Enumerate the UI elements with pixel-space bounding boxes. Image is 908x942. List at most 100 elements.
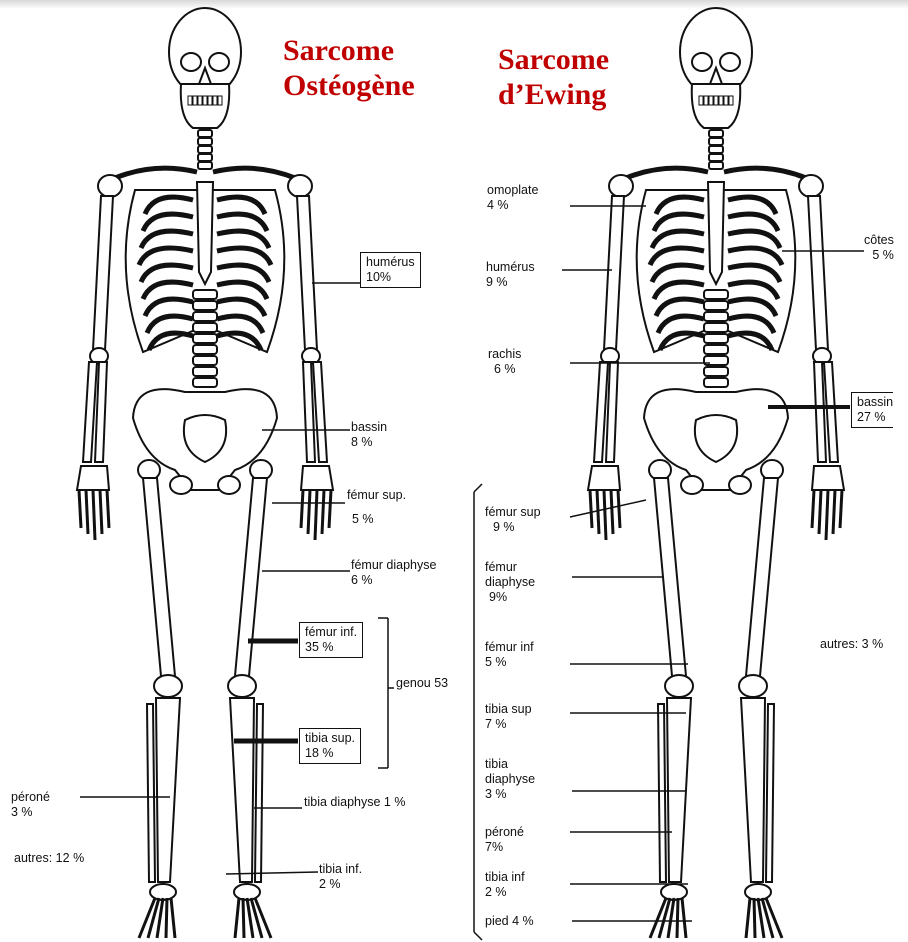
label-name: bassin <box>351 420 387 435</box>
wrist <box>77 466 109 490</box>
tooth <box>188 96 192 105</box>
knee-cap <box>228 675 256 697</box>
obturator-right <box>218 476 240 494</box>
vertebra <box>193 301 217 310</box>
obturator-right <box>729 476 751 494</box>
skeleton <box>588 8 844 938</box>
finger <box>315 490 317 540</box>
label-bassin: bassin 8 % <box>351 420 387 450</box>
tooth <box>729 96 733 105</box>
toe <box>171 898 175 938</box>
humerus <box>93 196 113 350</box>
label-tibia-diaphyse: tibia diaphyse 3 % <box>485 757 535 802</box>
vertebra <box>193 290 217 299</box>
humerus <box>604 196 624 350</box>
bracket-top <box>474 484 482 492</box>
skeleton <box>77 8 333 938</box>
fibula <box>766 704 774 882</box>
sternum <box>197 182 213 284</box>
fibula <box>147 704 155 882</box>
label-name-2: diaphyse <box>485 575 535 590</box>
tooth <box>704 96 708 105</box>
cervical-vertebra <box>198 130 212 137</box>
knee-cap <box>665 675 693 697</box>
label-pct: 10% <box>366 270 415 285</box>
label-rachis: rachis 6 % <box>488 347 521 377</box>
leader-femur-sup <box>570 500 646 517</box>
label-pct: 3 % <box>485 787 535 802</box>
label-name-1: fémur <box>485 560 535 575</box>
finger <box>812 490 814 528</box>
eye-socket-left <box>692 53 712 71</box>
toe <box>754 898 755 938</box>
shoulder-left <box>609 175 633 197</box>
tooth <box>203 96 207 105</box>
shoulder-right <box>799 175 823 197</box>
label-name-1: tibia <box>485 757 535 772</box>
label-cotes: côtes 5 % <box>864 233 894 263</box>
finger <box>597 490 599 534</box>
label-genou: genou 53 <box>396 676 448 691</box>
vertebra <box>704 367 728 376</box>
label-pct: 9 % <box>493 520 541 535</box>
label-name: rachis <box>488 347 521 362</box>
label-name: fémur sup. <box>347 488 406 503</box>
toe <box>166 898 167 938</box>
wrist <box>812 466 844 490</box>
eye-socket-right <box>209 53 229 71</box>
obturator-left <box>170 476 192 494</box>
jaw <box>692 84 741 128</box>
label-pct: 6 % <box>494 362 521 377</box>
vertebra <box>704 323 728 332</box>
wrist <box>301 466 333 490</box>
ewing-panel: Sarcome d’Ewing omoplate 4 % côtes 5 % h… <box>466 0 908 942</box>
sternum <box>708 182 724 284</box>
label-name: fémur inf <box>485 640 534 655</box>
finger <box>611 490 613 534</box>
tooth <box>198 96 202 105</box>
label-femur-diaphyse: fémur diaphyse 9% <box>485 560 535 605</box>
label-autres: autres: 3 % <box>820 637 883 652</box>
label-femur-sup: fémur sup 9 % <box>485 505 541 535</box>
label-name: fémur inf. <box>305 625 357 640</box>
jaw <box>181 84 230 128</box>
label-tibia-inf: tibia inf. 2 % <box>319 862 362 892</box>
label-femur-inf: fémur inf. 35 % <box>299 622 363 658</box>
title-line-2: Ostéogène <box>283 68 415 103</box>
label-pct: 8 % <box>351 435 387 450</box>
osteosarcoma-title: Sarcome Ostéogène <box>283 33 415 103</box>
ewing-title: Sarcome d’Ewing <box>498 42 609 112</box>
label-tibia-diaphyse: tibia diaphyse 1 % <box>304 795 405 810</box>
label-pct: 18 % <box>305 746 355 761</box>
knee-cap <box>154 675 182 697</box>
label-name: humérus <box>486 260 535 275</box>
vertebra <box>704 378 728 387</box>
obturator-left <box>681 476 703 494</box>
vertebra <box>193 367 217 376</box>
vertebra <box>193 323 217 332</box>
tibia <box>230 698 254 882</box>
label-femur-sup: fémur sup. 5 % <box>347 488 406 527</box>
label-name: fémur diaphyse <box>351 558 436 573</box>
tooth <box>724 96 728 105</box>
label-perone: péroné 7% <box>485 825 524 855</box>
label-pct: 2 % <box>485 885 525 900</box>
humerus <box>808 196 828 350</box>
toe <box>235 898 239 938</box>
label-tibia-sup: tibia sup 7 % <box>485 702 532 732</box>
toe <box>682 898 686 938</box>
label-name: tibia inf. <box>319 862 362 877</box>
eye-socket-left <box>181 53 201 71</box>
tibia <box>156 698 180 882</box>
finger <box>301 490 303 528</box>
knee-cap <box>739 675 767 697</box>
eye-socket-right <box>720 53 740 71</box>
cervical-vertebra <box>709 138 723 145</box>
fibula <box>658 704 666 882</box>
vertebra <box>193 345 217 354</box>
title-line-2: d’Ewing <box>498 77 609 112</box>
femur <box>143 478 175 676</box>
femur <box>746 478 778 676</box>
toe <box>243 898 244 938</box>
label-autres: autres: 12 % <box>14 851 84 866</box>
